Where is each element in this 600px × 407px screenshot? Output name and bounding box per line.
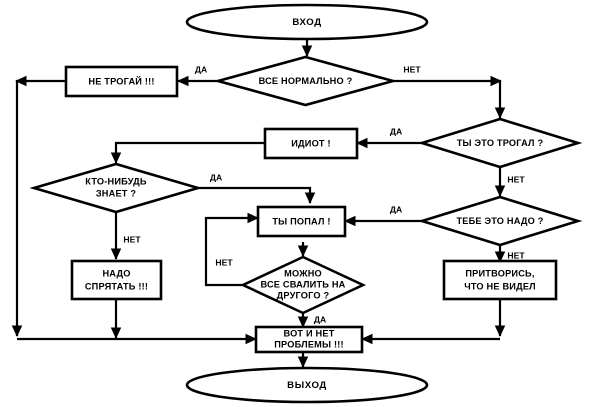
node-idiot-label: ИДИОТ !	[291, 138, 331, 148]
edge-label-did-you-touch-yes: ДА	[390, 126, 402, 136]
edge-label-did-you-touch-no: НЕТ	[507, 174, 525, 184]
node-pretend-label-line1: ПРИТВОРИСЬ,	[465, 268, 534, 278]
node-blame-other-label-line2: ВСЕ СВАЛИТЬ НА	[260, 279, 345, 289]
edge-label-do-you-need-yes: ДА	[390, 204, 402, 214]
node-start: ВХОД	[185, 3, 429, 41]
edge-blame-other-no-to-busted	[204, 212, 259, 287]
node-do-you-need: ТЕБЕ ЭТО НАДО ?	[417, 195, 583, 247]
node-pretend: ПРИТВОРИСЬ, ЧТО НЕ ВИДЕЛ	[442, 259, 558, 301]
node-must-hide: НАДО СПРЯТАТЬ !!!	[70, 259, 163, 301]
edge-label-anybody-knows-no: НЕТ	[123, 234, 141, 244]
node-blame-other: МОЖНО ВСЕ СВАЛИТЬ НА ДРУГОГО ?	[239, 255, 367, 315]
edge-label-all-ok-no: НЕТ	[403, 64, 421, 74]
node-anybody-knows-label-line1: КТО-НИБУДЬ	[85, 176, 147, 186]
edge-label-all-ok-yes: ДА	[195, 64, 207, 74]
edge-label-do-you-need-no: НЕТ	[507, 250, 525, 260]
node-no-problem-label-line2: ПРОБЛЕМЫ !!!	[274, 339, 344, 349]
node-idiot: ИДИОТ !	[263, 127, 359, 160]
node-must-hide-label-line1: НАДО	[102, 268, 130, 278]
node-no-problem: ВОТ И НЕТ ПРОБЛЕМЫ !!!	[254, 325, 364, 354]
edge-idiot-to-anybody-knows	[110, 141, 265, 164]
edge-anybody-knows-yes-to-busted	[198, 186, 316, 204]
node-blame-other-label-line3: ДРУГОГО ?	[277, 290, 330, 300]
node-blame-other-label-line1: МОЖНО	[284, 268, 322, 278]
node-anybody-knows: КТО-НИБУДЬ ЗНАЕТ ?	[29, 162, 203, 214]
node-start-label: ВХОД	[292, 17, 321, 28]
node-end-label: ВЫХОД	[287, 380, 327, 391]
node-you-are-busted-label: ТЫ ПОПАЛ !	[272, 216, 330, 226]
node-you-are-busted: ТЫ ПОПАЛ !	[256, 205, 347, 238]
node-must-hide-label-line2: СПРЯТАТЬ !!!	[85, 281, 148, 291]
node-pretend-label-line2: ЧТО НЕ ВИДЕЛ	[464, 281, 536, 291]
node-end: ВЫХОД	[185, 366, 429, 404]
node-dont-touch-label: НЕ ТРОГАЙ !!!	[88, 75, 154, 86]
edge-label-anybody-knows-yes: ДА	[210, 172, 222, 182]
node-dont-touch: НЕ ТРОГАЙ !!!	[64, 65, 179, 98]
node-do-you-need-label: ТЕБЕ ЭТО НАДО ?	[456, 216, 543, 226]
node-anybody-knows-label-line2: ЗНАЕТ ?	[96, 188, 137, 198]
edge-label-blame-other-yes: ДА	[314, 314, 326, 324]
node-all-ok: ВСЕ НОРМАЛЬНО ?	[213, 55, 398, 107]
node-did-you-touch: ТЫ ЭТО ТРОГАЛ ?	[417, 117, 583, 169]
node-no-problem-label-line1: ВОТ И НЕТ	[283, 328, 334, 338]
node-all-ok-label: ВСЕ НОРМАЛЬНО ?	[259, 76, 353, 86]
node-did-you-touch-label: ТЫ ЭТО ТРОГАЛ ?	[457, 138, 544, 148]
edge-label-blame-other-no: НЕТ	[215, 257, 233, 267]
